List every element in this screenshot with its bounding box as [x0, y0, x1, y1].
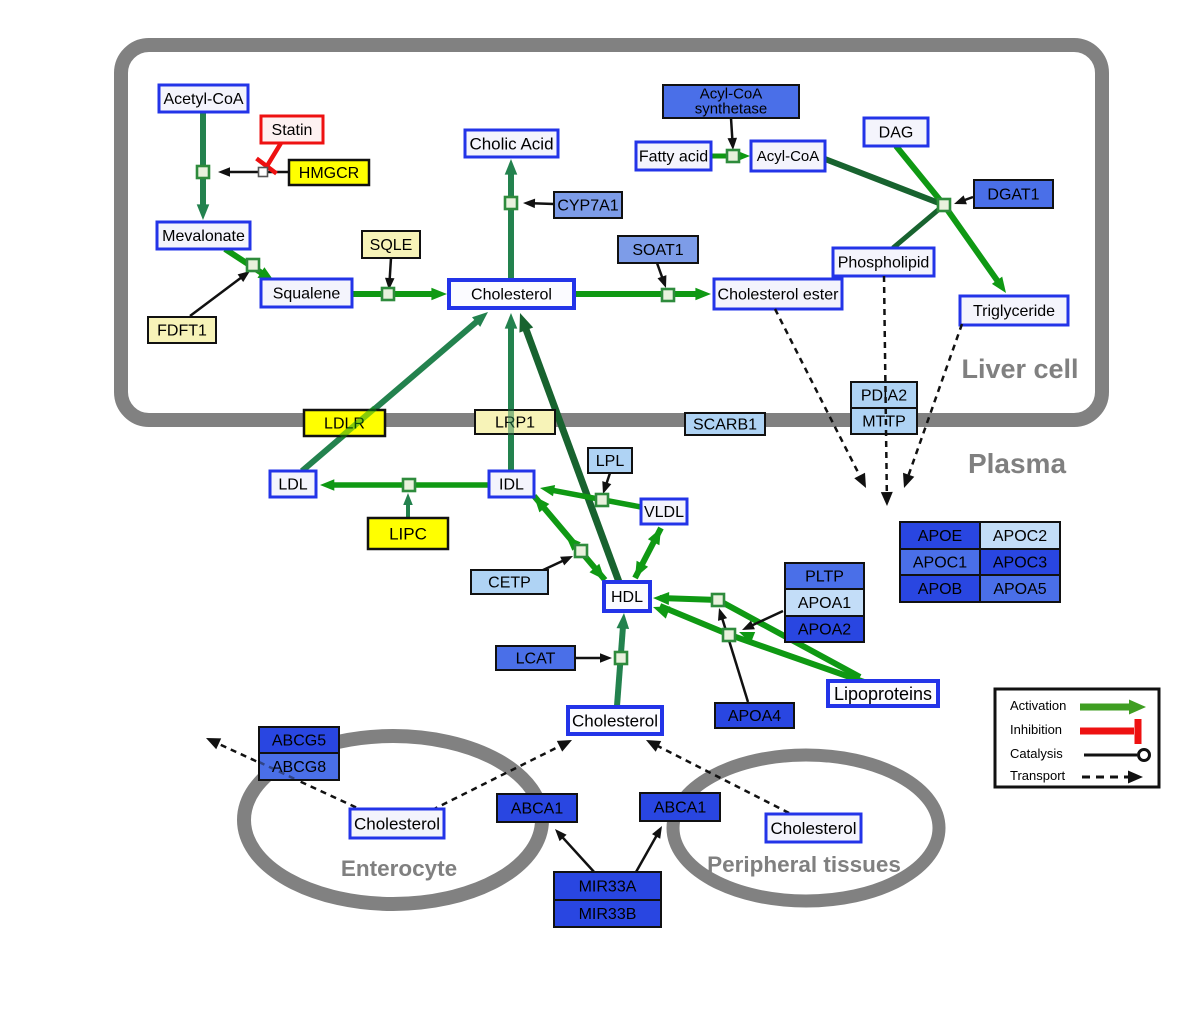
- svg-text:Triglyceride: Triglyceride: [973, 303, 1055, 320]
- svg-text:APOC1: APOC1: [913, 555, 967, 572]
- svg-text:APOC2: APOC2: [993, 528, 1047, 545]
- svg-text:ABCG5: ABCG5: [272, 733, 326, 750]
- svg-text:Fatty acid: Fatty acid: [639, 149, 708, 166]
- svg-text:Cholesterol: Cholesterol: [771, 819, 857, 838]
- svg-text:DAG: DAG: [879, 125, 914, 142]
- svg-text:APOA2: APOA2: [798, 622, 851, 639]
- svg-text:HDL: HDL: [611, 589, 643, 606]
- svg-text:MIR33A: MIR33A: [579, 879, 637, 896]
- svg-text:HMGCR: HMGCR: [299, 165, 359, 182]
- svg-text:Cholic Acid: Cholic Acid: [469, 134, 553, 153]
- svg-text:CETP: CETP: [488, 575, 531, 592]
- svg-text:Enterocyte: Enterocyte: [341, 856, 457, 881]
- svg-text:SOAT1: SOAT1: [632, 242, 683, 259]
- svg-text:Acetyl-CoA: Acetyl-CoA: [163, 91, 243, 108]
- svg-text:APOC3: APOC3: [993, 555, 1047, 572]
- svg-text:FDFT1: FDFT1: [157, 323, 207, 340]
- svg-text:APOE: APOE: [918, 528, 962, 545]
- svg-text:CYP7A1: CYP7A1: [557, 198, 618, 215]
- svg-text:VLDL: VLDL: [644, 504, 684, 521]
- svg-text:Peripheral tissues: Peripheral tissues: [707, 852, 901, 877]
- svg-text:Squalene: Squalene: [273, 286, 341, 303]
- svg-text:LRP1: LRP1: [495, 415, 535, 432]
- svg-text:Transport: Transport: [1010, 768, 1066, 783]
- svg-text:APOA1: APOA1: [798, 595, 851, 612]
- svg-text:Plasma: Plasma: [968, 448, 1066, 479]
- svg-text:Acyl-CoA: Acyl-CoA: [700, 86, 763, 103]
- svg-text:Cholesterol ester: Cholesterol ester: [718, 287, 840, 304]
- svg-text:LDL: LDL: [278, 477, 307, 494]
- svg-text:SCARB1: SCARB1: [693, 417, 757, 434]
- svg-text:APOA4: APOA4: [728, 708, 781, 725]
- svg-text:APOB: APOB: [918, 581, 962, 598]
- svg-text:Liver cell: Liver cell: [961, 354, 1078, 384]
- svg-text:MIR33B: MIR33B: [579, 906, 637, 923]
- svg-text:Mevalonate: Mevalonate: [162, 228, 245, 245]
- svg-text:LPL: LPL: [596, 453, 625, 470]
- svg-text:ABCA1: ABCA1: [654, 800, 707, 817]
- svg-text:IDL: IDL: [499, 477, 524, 494]
- svg-text:Cholesterol: Cholesterol: [471, 287, 552, 304]
- svg-text:LIPC: LIPC: [389, 525, 427, 544]
- svg-text:Activation: Activation: [1010, 698, 1066, 713]
- svg-text:Inhibition: Inhibition: [1010, 722, 1062, 737]
- svg-text:synthetase: synthetase: [695, 101, 768, 118]
- svg-text:Lipoproteins: Lipoproteins: [834, 684, 932, 704]
- svg-text:DGAT1: DGAT1: [987, 187, 1039, 204]
- svg-text:MTTP: MTTP: [862, 414, 906, 431]
- svg-text:LCAT: LCAT: [516, 651, 556, 668]
- svg-text:Acyl-CoA: Acyl-CoA: [757, 148, 820, 165]
- svg-text:Catalysis: Catalysis: [1010, 746, 1063, 761]
- svg-text:SQLE: SQLE: [370, 237, 413, 254]
- svg-text:Phospholipid: Phospholipid: [838, 255, 930, 272]
- svg-text:ABCA1: ABCA1: [511, 801, 564, 818]
- svg-text:ABCG8: ABCG8: [272, 759, 326, 776]
- svg-text:PDIA2: PDIA2: [861, 388, 907, 405]
- svg-text:Statin: Statin: [272, 122, 313, 139]
- svg-text:PLTP: PLTP: [805, 569, 844, 586]
- svg-text:Cholesterol: Cholesterol: [354, 815, 440, 834]
- svg-text:APOA5: APOA5: [993, 581, 1046, 598]
- svg-text:Cholesterol: Cholesterol: [572, 712, 658, 731]
